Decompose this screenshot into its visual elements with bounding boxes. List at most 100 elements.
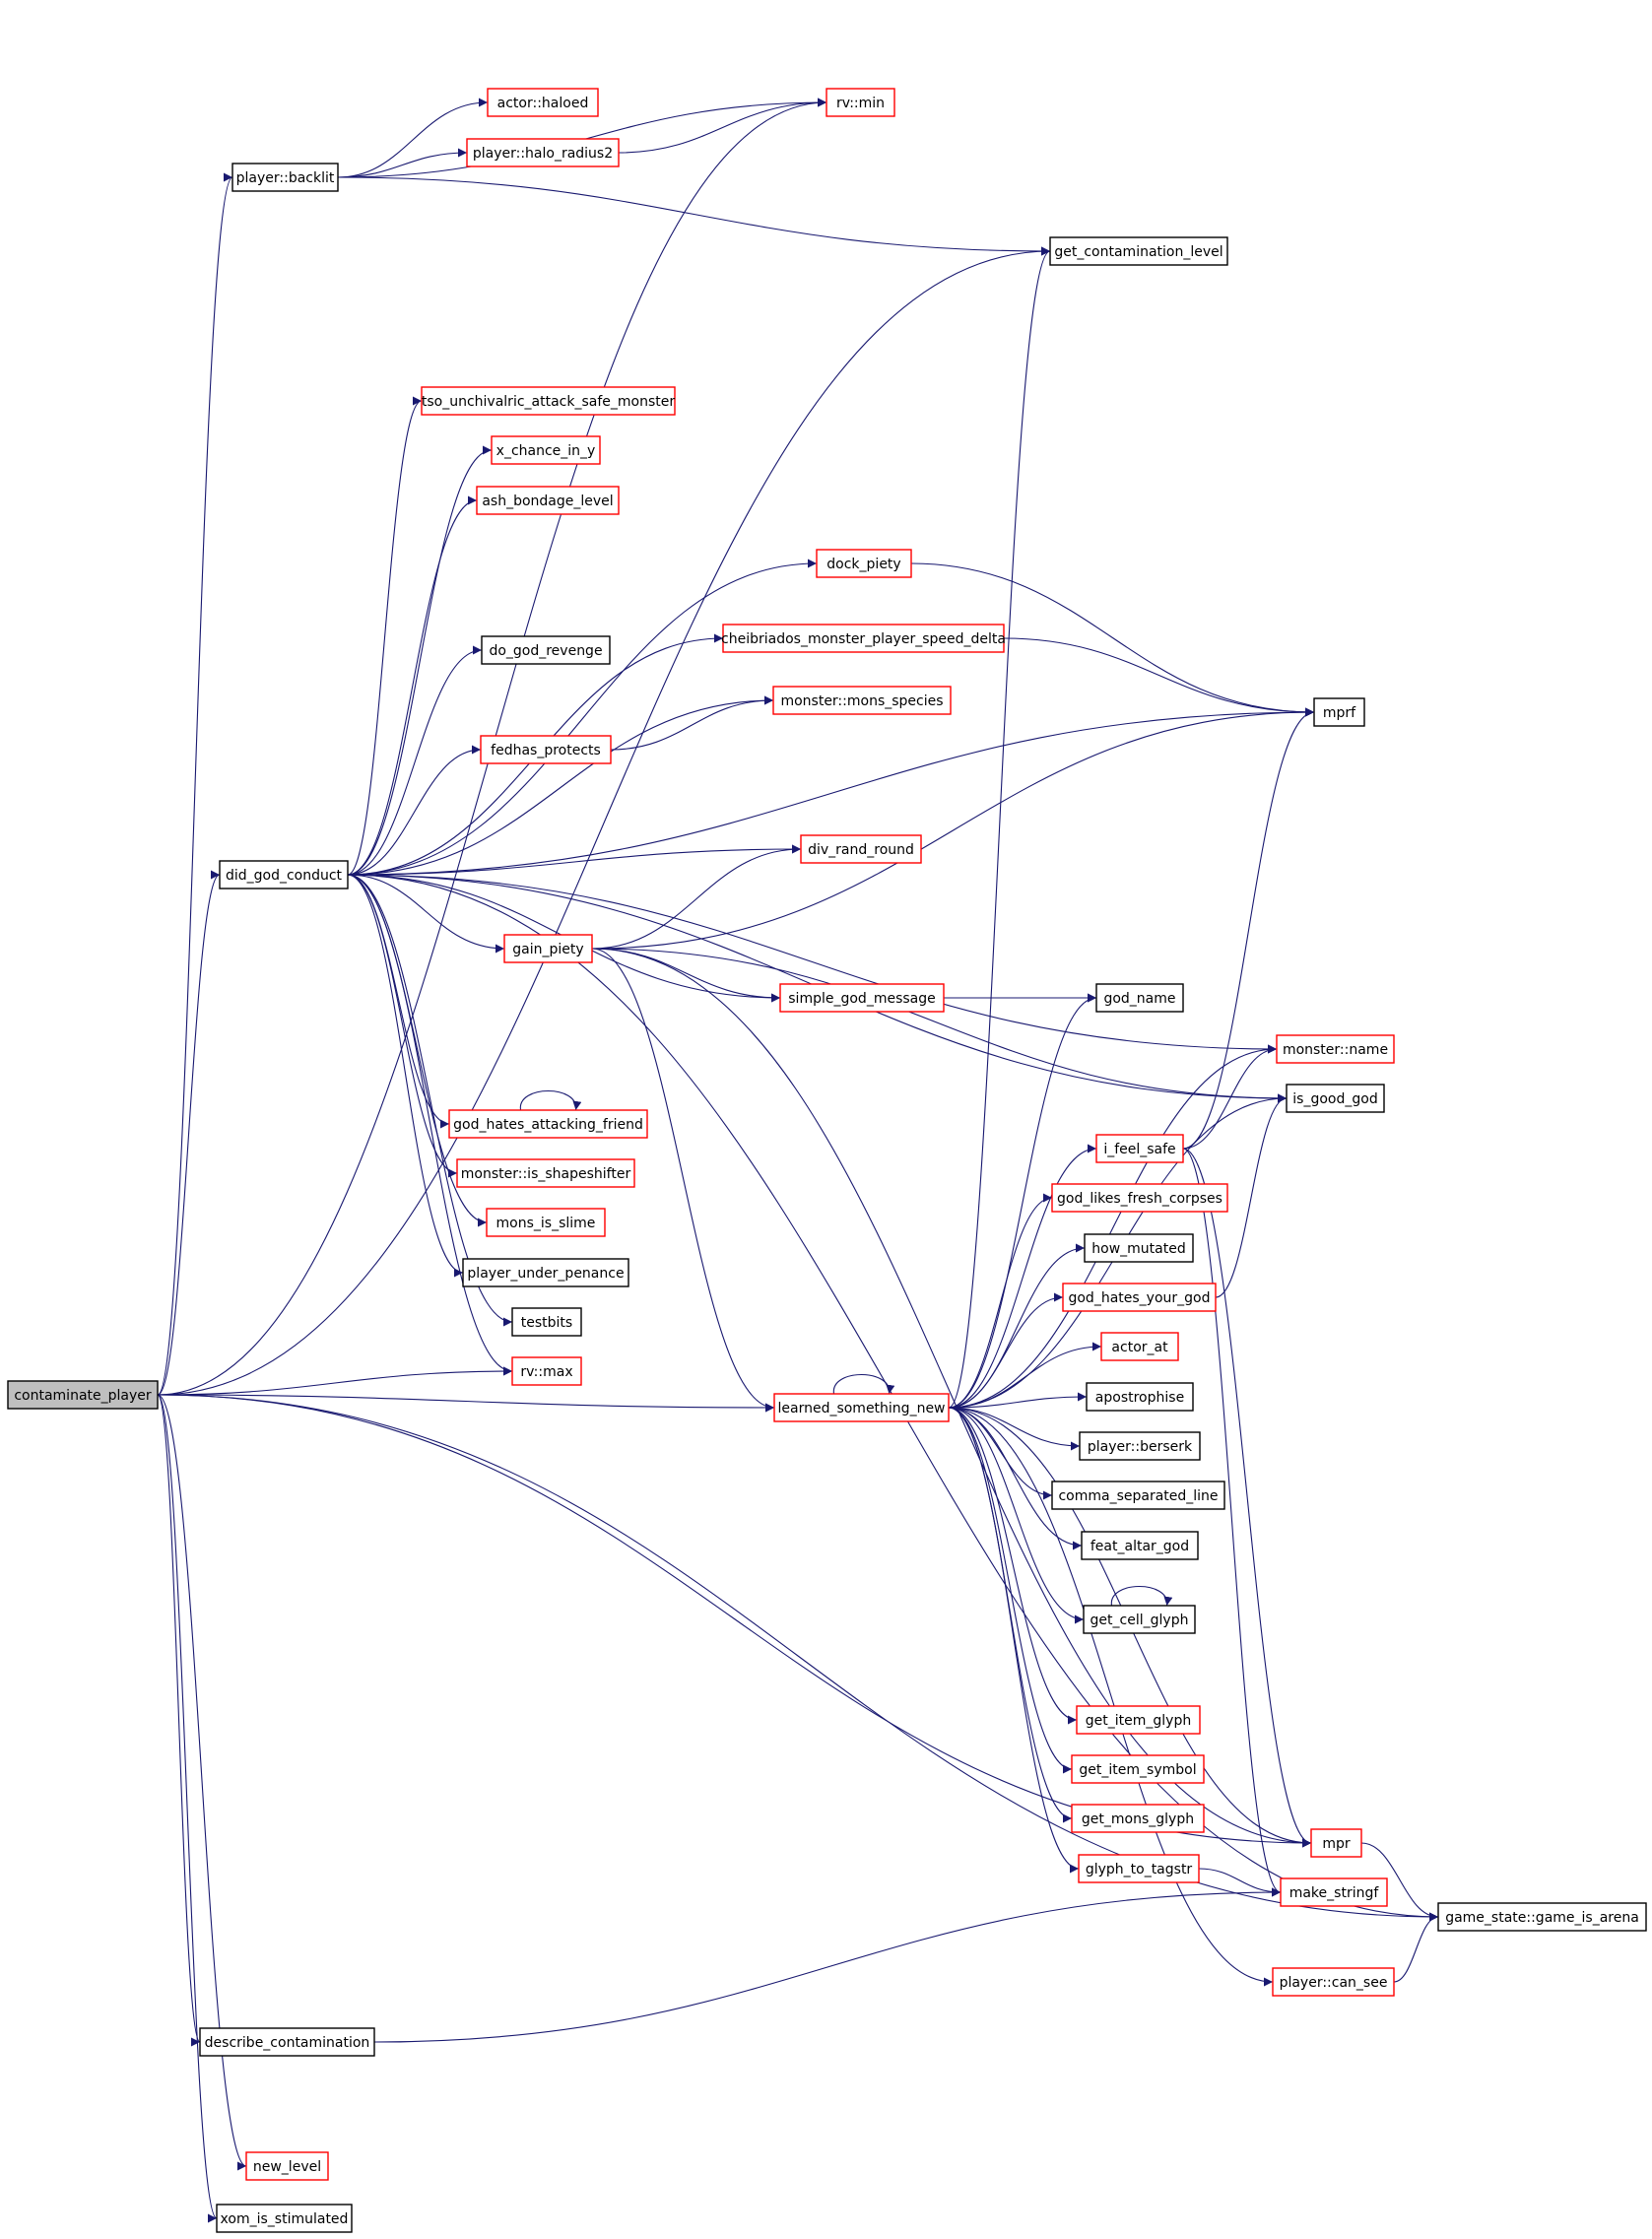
edge-learned-something-new-to-get-item-glyph (948, 1407, 1078, 1725)
node-god-hates-your-god[interactable]: god_hates_your_god (1062, 1283, 1217, 1312)
node-get-item-symbol[interactable]: get_item_symbol (1071, 1754, 1205, 1784)
node-feat-altar-god[interactable]: feat_altar_god (1081, 1531, 1199, 1560)
node-gain-piety[interactable]: gain_piety (503, 934, 593, 963)
node-player-under-penance[interactable]: player_under_penance (462, 1258, 629, 1287)
edge-learned-something-new-to-apostrophise (948, 1392, 1088, 1409)
node-box (503, 934, 593, 963)
node-label: rv::max (520, 1364, 572, 1380)
edge-contaminate-player-to-xom-is-stimulated (157, 1394, 218, 2223)
edge-cheibriados-to-mprf (1003, 637, 1315, 717)
edge-player-backlit-to-player-halo-radius2 (337, 148, 468, 178)
edge-learned-something-new-to-get-item-symbol (948, 1407, 1073, 1774)
node-div-rand-round[interactable]: div_rand_round (800, 834, 922, 864)
node-god-likes-fresh-corpses[interactable]: god_likes_fresh_corpses (1051, 1183, 1228, 1213)
edge-learned-something-new-to-get-contamination-level (948, 246, 1051, 1409)
node-fedhas-protects[interactable]: fedhas_protects (480, 735, 612, 764)
node-god-hates-attacking-friend[interactable]: god_hates_attacking_friend (448, 1109, 648, 1139)
node-monster-is-shapeshifter[interactable]: monster::is_shapeshifter (456, 1158, 635, 1188)
edge-did-god-conduct-to-god-hates-attacking-friend (347, 874, 450, 1129)
node-label: comma_separated_line (1058, 1488, 1218, 1504)
node-comma-separated-line[interactable]: comma_separated_line (1051, 1481, 1225, 1510)
node-player-backlit[interactable]: player::backlit (231, 163, 339, 192)
node-box (487, 88, 599, 117)
node-describe-contamination[interactable]: describe_contamination (199, 2027, 375, 2057)
node-glyph-to-tagstr[interactable]: glyph_to_tagstr (1078, 1854, 1200, 1883)
node-player-can-see[interactable]: player::can_see (1272, 1967, 1395, 1997)
node-monster-mons-species[interactable]: monster::mons_species (772, 686, 952, 715)
edge-player-can-see-to-game-is-arena (1393, 1912, 1439, 1983)
edge-dock-piety-to-mprf (910, 562, 1315, 717)
edge-contaminate-player-to-rv-max (157, 1366, 513, 1396)
node-new-level[interactable]: new_level (245, 2151, 329, 2181)
node-label: i_feel_safe (1103, 1142, 1175, 1157)
node-monster-name[interactable]: monster::name (1276, 1034, 1395, 1064)
edge-contaminate-player-to-learned-something-new (157, 1394, 775, 1413)
edge-learned-something-new-to-player-can-see (948, 1407, 1274, 1987)
node-box (476, 486, 620, 515)
edge-contaminate-player-to-describe-contamination (157, 1394, 201, 2047)
node-i-feel-safe[interactable]: i_feel_safe (1095, 1134, 1184, 1163)
node-box (199, 2027, 375, 2057)
node-label: get_mons_glyph (1082, 1811, 1194, 1827)
node-label: how_mutated (1091, 1241, 1185, 1257)
edge-did-god-conduct-to-gain-piety (347, 874, 505, 954)
node-box (1437, 1902, 1647, 1932)
node-box (421, 386, 676, 416)
node-box (1276, 1034, 1395, 1064)
node-dock-piety[interactable]: dock_piety (816, 549, 912, 578)
node-learned-something-new[interactable]: learned_something_new (773, 1393, 950, 1422)
node-is-good-god[interactable]: is_good_god (1286, 1084, 1385, 1113)
node-god-name[interactable]: god_name (1095, 983, 1184, 1013)
edge-i-feel-safe-to-mprf (1182, 707, 1315, 1150)
node-actor-haloed[interactable]: actor::haloed (487, 88, 599, 117)
node-label: mons_is_slime (496, 1216, 596, 1231)
node-tso-unchivalric[interactable]: tso_unchivalric_attack_safe_monster (421, 386, 676, 416)
node-box (1280, 1877, 1388, 1907)
node-make-stringf[interactable]: make_stringf (1280, 1877, 1388, 1907)
node-xom-is-stimulated[interactable]: xom_is_stimulated (216, 2204, 353, 2233)
node-label: rv::min (836, 96, 885, 111)
node-game-is-arena[interactable]: game_state::game_is_arena (1437, 1902, 1647, 1932)
node-box (1051, 1481, 1225, 1510)
node-box (1062, 1283, 1217, 1312)
node-box (1076, 1705, 1201, 1735)
node-label: get_contamination_level (1054, 244, 1222, 260)
node-box (1071, 1804, 1205, 1833)
node-label: learned_something_new (777, 1401, 945, 1416)
edge-god-hates-attacking-friend-to-god-hates-attacking-friend (519, 1090, 582, 1111)
node-do-god-revenge[interactable]: do_god_revenge (481, 635, 611, 665)
node-actor-at[interactable]: actor_at (1100, 1332, 1179, 1361)
node-get-cell-glyph[interactable]: get_cell_glyph (1083, 1605, 1196, 1634)
node-ash-bondage-level[interactable]: ash_bondage_level (476, 486, 620, 515)
node-box (816, 549, 912, 578)
node-label: get_item_glyph (1086, 1713, 1191, 1729)
node-label: new_level (253, 2159, 321, 2175)
node-get-item-glyph[interactable]: get_item_glyph (1076, 1705, 1201, 1735)
node-mpr[interactable]: mpr (1310, 1828, 1362, 1858)
node-box (1071, 1754, 1205, 1784)
node-rv-max[interactable]: rv::max (511, 1356, 582, 1386)
edge-learned-something-new-to-actor-at (948, 1342, 1102, 1409)
node-get-mons-glyph[interactable]: get_mons_glyph (1071, 1804, 1205, 1833)
node-mons-is-slime[interactable]: mons_is_slime (486, 1208, 606, 1237)
node-simple-god-message[interactable]: simple_god_message (779, 983, 945, 1013)
node-contaminate-player[interactable]: contaminate_player (7, 1380, 159, 1410)
edge-contaminate-player-to-player-backlit (157, 172, 233, 1396)
node-testbits[interactable]: testbits (511, 1307, 582, 1337)
node-apostrophise[interactable]: apostrophise (1086, 1382, 1194, 1412)
node-label: make_stringf (1289, 1885, 1380, 1901)
node-label: apostrophise (1095, 1390, 1184, 1406)
node-x-chance-in-y[interactable]: x_chance_in_y (491, 435, 601, 465)
node-label: god_hates_attacking_friend (453, 1117, 643, 1133)
node-player-berserk[interactable]: player::berserk (1079, 1431, 1201, 1461)
node-label: cheibriados_monster_player_speed_delta (721, 631, 1006, 647)
node-get-contamination-level[interactable]: get_contamination_level (1049, 236, 1228, 266)
node-rv-min[interactable]: rv::min (826, 88, 895, 117)
node-how-mutated[interactable]: how_mutated (1084, 1233, 1194, 1263)
node-player-halo-radius2[interactable]: player::halo_radius2 (466, 138, 620, 167)
node-box (7, 1380, 159, 1410)
node-cheibriados[interactable]: cheibriados_monster_player_speed_delta (721, 624, 1006, 653)
node-box (1086, 1382, 1194, 1412)
node-mprf[interactable]: mprf (1313, 697, 1365, 727)
node-did-god-conduct[interactable]: did_god_conduct (219, 860, 349, 889)
